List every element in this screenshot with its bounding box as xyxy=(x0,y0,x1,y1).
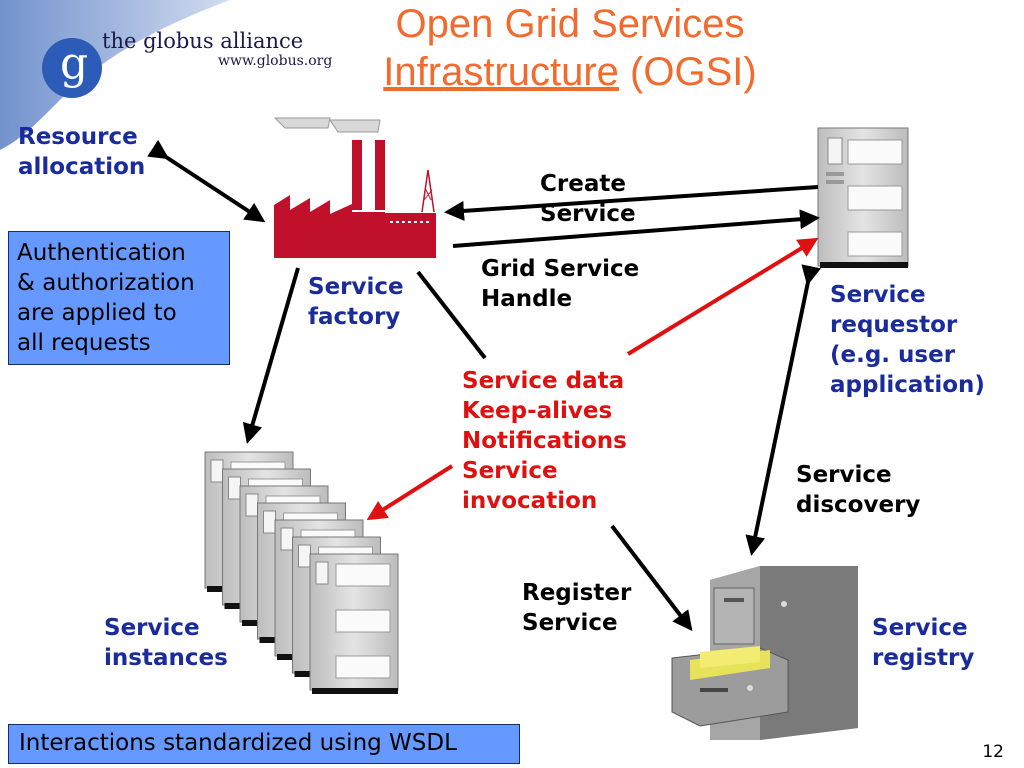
title-line-1: Open Grid Services xyxy=(395,2,745,46)
logo-url: www.globus.org xyxy=(218,53,333,69)
auth-line: all requests xyxy=(17,330,151,356)
arrow-register-service xyxy=(610,524,693,632)
label-service-data: Service data Keep-alives Notifications S… xyxy=(462,366,627,516)
label-line: Service xyxy=(104,615,200,641)
label-line: Service xyxy=(872,615,968,641)
globus-logo xyxy=(0,0,230,150)
label-service-instances: Service instances xyxy=(104,613,228,673)
label-line: Handle xyxy=(481,286,573,312)
label-line: Service xyxy=(540,201,636,227)
label-line: discovery xyxy=(796,492,921,518)
label-service-discovery: Service discovery xyxy=(796,460,920,520)
arrows-red xyxy=(366,237,819,521)
slide-number: 12 xyxy=(982,742,1004,762)
server-tower xyxy=(309,553,399,694)
label-line: instances xyxy=(104,645,228,671)
registry-cabinet-icon xyxy=(671,566,858,740)
label-line: Create xyxy=(540,171,626,197)
title-underlined: Infrastructure xyxy=(383,50,619,94)
label-line: invocation xyxy=(462,488,598,514)
service-instances-icon xyxy=(204,451,399,694)
label-line: Service xyxy=(796,462,892,488)
label-line: Notifications xyxy=(462,428,627,454)
label-create-service: Create Service xyxy=(540,169,636,229)
label-line: Service xyxy=(308,274,404,300)
label-line: factory xyxy=(308,304,401,330)
arrow-factory-to-instances xyxy=(242,267,300,444)
label-line: application) xyxy=(830,372,985,398)
label-line: Service xyxy=(830,282,926,308)
label-register-service: Register Service xyxy=(522,578,631,638)
requestor-server-icon xyxy=(817,127,909,268)
label-grid-service-handle: Grid Service Handle xyxy=(481,254,639,314)
auth-line: & authorization xyxy=(17,270,195,296)
factory-icon xyxy=(273,117,436,258)
label-line: allocation xyxy=(18,154,146,180)
arrow-red-to-instances xyxy=(366,464,454,521)
wsdl-note-text: Interactions standardized using WSDL xyxy=(19,730,457,756)
logo-letter: g xyxy=(60,38,89,89)
label-resource-allocation: Resource allocation xyxy=(18,122,145,182)
label-line: Grid Service xyxy=(481,256,640,282)
label-line: registry xyxy=(872,645,975,671)
label-line: requestor xyxy=(830,312,958,338)
label-line: Service data xyxy=(462,368,625,394)
logo-name: the globus alliance xyxy=(102,29,304,53)
title-line-2: Infrastructure (OGSI) xyxy=(300,48,840,96)
label-service-factory: Service factory xyxy=(308,272,404,332)
auth-line: Authentication xyxy=(17,240,186,266)
slide-title: Open Grid Services Infrastructure (OGSI) xyxy=(300,0,840,96)
arrow-red-to-requestor xyxy=(626,237,819,356)
label-line: Service xyxy=(522,610,618,636)
arrow-create-service xyxy=(444,185,819,221)
label-service-requestor: Service requestor (e.g. user application… xyxy=(830,280,985,400)
label-line: (e.g. user xyxy=(830,342,956,368)
auth-line: are applied to xyxy=(17,300,177,326)
label-line: Register xyxy=(522,580,632,606)
label-service-registry: Service registry xyxy=(872,613,974,673)
arrow-resource-allocation xyxy=(147,139,266,223)
label-line: Resource xyxy=(18,124,138,150)
label-line: Service xyxy=(462,458,558,484)
wsdl-note-box: Interactions standardized using WSDL xyxy=(8,724,520,764)
title-rest: (OGSI) xyxy=(618,50,757,94)
arrow-service-discovery xyxy=(745,264,822,556)
line-factory-to-data xyxy=(416,270,487,360)
arrow-grid-service-handle xyxy=(452,209,820,248)
arrows-black xyxy=(147,139,822,632)
label-line: Keep-alives xyxy=(462,398,613,424)
auth-note-box: Authentication & authorization are appli… xyxy=(8,231,230,365)
